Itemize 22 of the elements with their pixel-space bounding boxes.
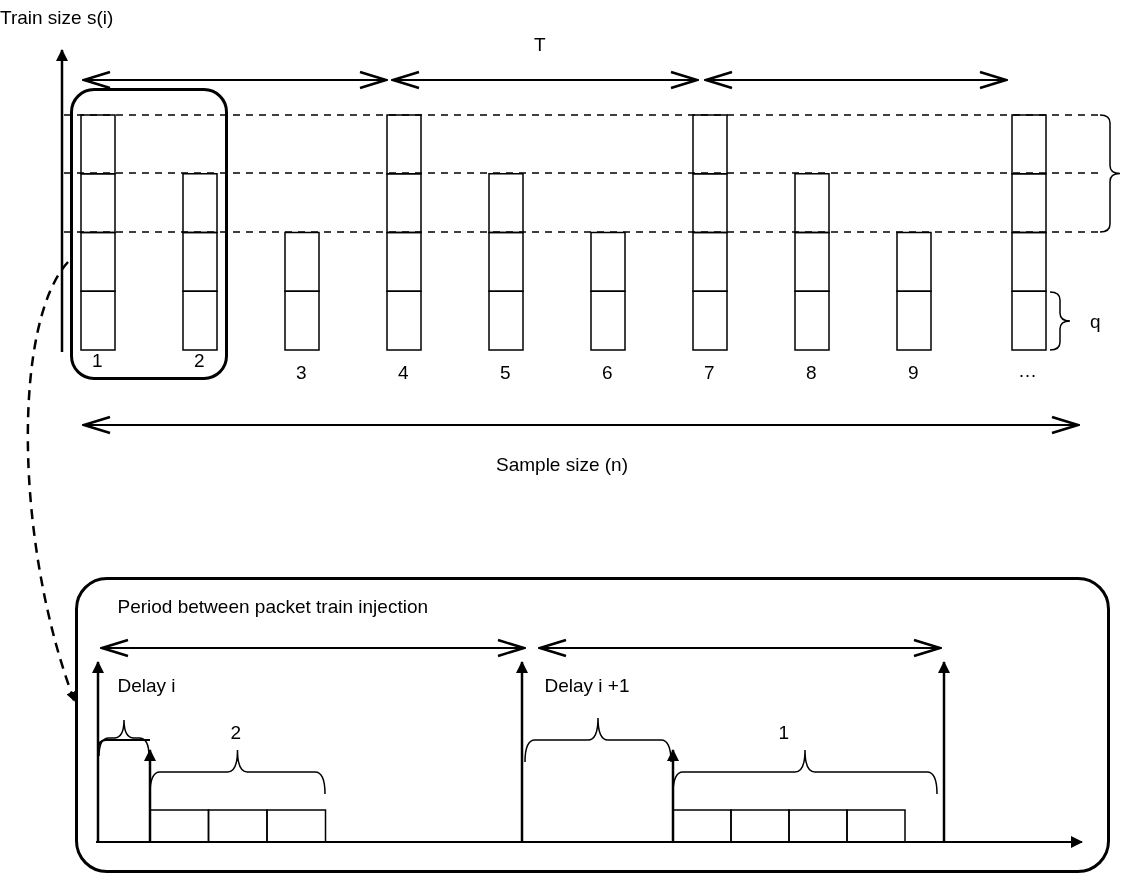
interval-label: Delay i [117,674,176,697]
interval-label: Delay i +1 [544,674,630,697]
axis-title: Sample size (n) [496,454,628,476]
axis-title: Train size s(i) [0,7,114,29]
detail-panel [75,577,1110,873]
sample-number: 8 [806,362,817,384]
connector-arrow [26,261,77,702]
sample-number: 4 [398,362,409,384]
quantum-label: q [1090,311,1101,333]
sample-number: 7 [704,362,715,384]
sample-number: 6 [602,362,613,384]
sample-number: 2 [194,350,205,372]
train-size-label: 1 [778,721,790,744]
sample-number: 1 [92,350,103,372]
sample-number: 3 [296,362,307,384]
panel-heading: Period between packet train injection [117,595,429,618]
sample-number: 5 [500,362,511,384]
train-size-label: 2 [230,721,242,744]
period-label: T [534,34,546,56]
sample-number: 9 [908,362,919,384]
highlight-frame [70,88,228,380]
ellipsis: … [1018,360,1037,382]
